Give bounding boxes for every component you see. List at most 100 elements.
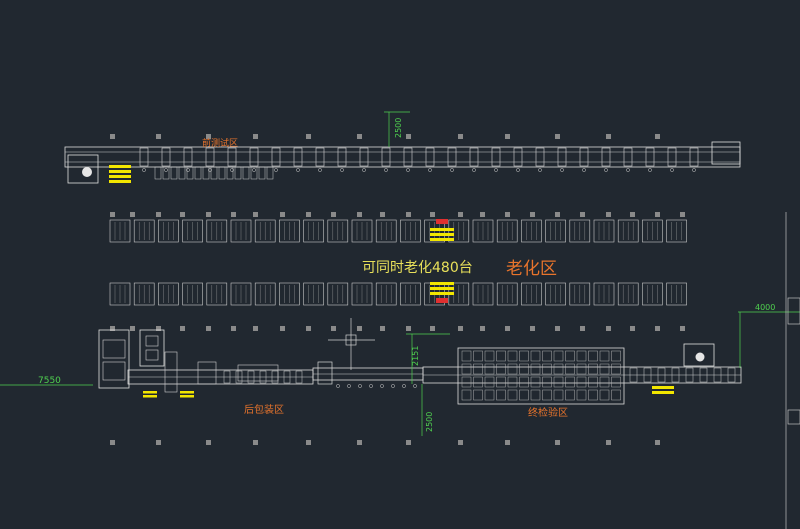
post-packing-zone-label: 后包装区 [244, 403, 284, 416]
station-node [604, 168, 608, 172]
column-marker [655, 440, 660, 445]
warning-stripe [143, 395, 157, 398]
column-marker [580, 212, 585, 217]
final-inspection-rack [461, 389, 472, 401]
column-marker [357, 326, 362, 331]
final-inspection-rack [588, 376, 598, 388]
pre-test-rack [154, 166, 162, 180]
dimension-left: 7550 [0, 376, 93, 386]
packing-station [283, 370, 291, 384]
column-marker [458, 440, 463, 445]
final-inspection-rack [588, 350, 598, 362]
dimension-left-value: 7550 [38, 376, 61, 386]
station-node [560, 168, 564, 172]
column-marker [530, 212, 535, 217]
dimension-top-value: 2500 [394, 118, 403, 138]
aging-rack [400, 282, 421, 306]
packing-station [235, 370, 243, 384]
column-marker [156, 134, 161, 139]
aging-rack [303, 219, 324, 243]
final-inspection-rack [507, 363, 518, 375]
station-node [406, 168, 410, 172]
station-node [142, 168, 146, 172]
station-node [230, 168, 234, 172]
final-inspection-rack [576, 389, 587, 401]
column-marker [480, 326, 485, 331]
pre-test-rack [202, 166, 210, 180]
final-inspection-rack [484, 350, 495, 362]
pre-test-station [161, 147, 171, 167]
column-marker [306, 326, 311, 331]
aging-rack [496, 282, 518, 306]
column-marker [505, 440, 510, 445]
pre-test-station [293, 147, 303, 167]
column-marker [253, 440, 258, 445]
dimension-right-value: 4000 [755, 303, 775, 312]
final-inspection-rack [461, 363, 472, 375]
station-node [380, 384, 384, 388]
aging-rack [375, 282, 397, 306]
column-marker [655, 212, 660, 217]
column-marker [180, 326, 185, 331]
station-node [336, 384, 340, 388]
aging-rack [472, 282, 494, 306]
aging-rack [327, 219, 349, 243]
column-marker [606, 134, 611, 139]
aging-rack [569, 219, 591, 243]
pre-test-rack [162, 166, 170, 180]
aging-rack [617, 219, 639, 243]
aging-rack [545, 219, 566, 243]
station-node [384, 168, 388, 172]
column-marker [655, 326, 660, 331]
final-inspection-rack [599, 389, 610, 401]
aging-center-marker-upper [430, 219, 454, 241]
column-marker [306, 134, 311, 139]
pre-test-station [315, 147, 325, 167]
final-inspection-rack [519, 363, 529, 375]
aging-rack [521, 282, 542, 306]
final-inspection-rack [519, 350, 529, 362]
pre-test-station [359, 147, 369, 167]
final-inspection-rack [565, 389, 575, 401]
pre-test-station [535, 147, 545, 167]
packing-station [223, 370, 231, 384]
transfer-station [317, 361, 333, 385]
packing-station [295, 370, 303, 384]
pre-test-station [645, 147, 655, 167]
final-inspection-rack [599, 350, 610, 362]
final-inspection-racks [457, 347, 736, 405]
final-inspection-station [713, 367, 722, 383]
final-inspection-rack [588, 389, 598, 401]
station-node [340, 168, 344, 172]
dimension-lower-b-value: 2500 [425, 412, 434, 432]
aging-rack [375, 219, 397, 243]
pre-test-station [491, 147, 501, 167]
packing-lift-station [164, 351, 178, 393]
station-node [538, 168, 542, 172]
final-inspection-rack [599, 376, 610, 388]
dimension-top: 2500 [384, 111, 410, 147]
station-node [347, 384, 351, 388]
column-marker [406, 440, 411, 445]
final-inspection-rack [530, 389, 541, 401]
final-inspection-rack-block [457, 347, 625, 405]
final-inspection-rack [553, 389, 564, 401]
column-marker [253, 212, 258, 217]
column-marker [231, 212, 236, 217]
column-marker [156, 212, 161, 217]
final-inspection-rack [507, 389, 518, 401]
final-inspection-rack [542, 376, 552, 388]
column-marker [555, 440, 560, 445]
column-marker [555, 134, 560, 139]
pre-test-conveyor-frame [64, 146, 741, 168]
column-marker [280, 212, 285, 217]
pre-test-line: 前测试区 [64, 137, 741, 184]
final-inspection-station [657, 367, 666, 383]
column-marker [156, 326, 161, 331]
column-marker [231, 326, 236, 331]
aging-rack [303, 282, 324, 306]
aging-rack [642, 282, 663, 306]
pre-test-station [403, 147, 413, 167]
packing-stations [223, 370, 303, 384]
